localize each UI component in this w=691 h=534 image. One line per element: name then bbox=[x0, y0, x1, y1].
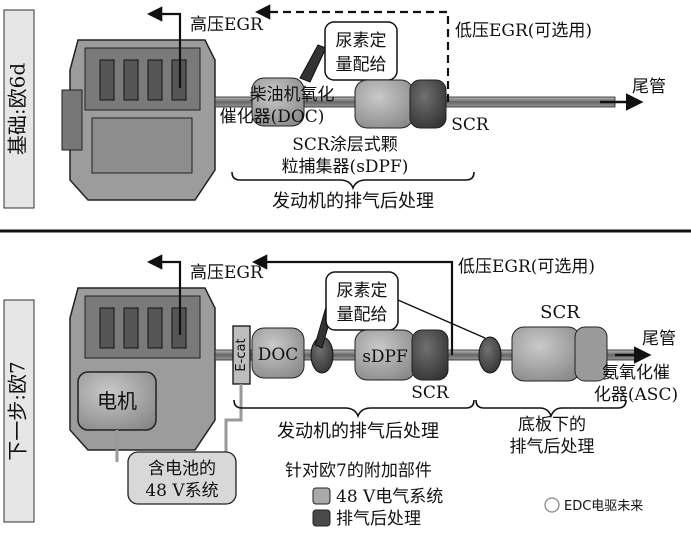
bottom-mixer-2 bbox=[478, 336, 502, 374]
top-lp-egr-label: 低压EGR(可选用) bbox=[455, 21, 592, 41]
bottom-brace-2-label-2: 排气后处理 bbox=[510, 437, 595, 457]
bottom-sdpf-label: sDPF bbox=[362, 347, 408, 367]
bottom-motor-label: 电机 bbox=[97, 389, 137, 413]
top-hp-egr-label: 高压EGR bbox=[190, 15, 264, 35]
top-doc-label-2: 催化器(DOC) bbox=[220, 107, 325, 127]
bottom-panel: 下一步:欧7 电机 高压EGR 尾管 E-cat 含电池的 48 V系统 bbox=[3, 254, 678, 529]
bottom-hp-egr-arrow bbox=[146, 254, 182, 335]
legend-swatch-dark bbox=[312, 509, 331, 527]
bottom-brace-2-label-1: 底板下的 bbox=[518, 415, 586, 435]
bottom-scr-component-2 bbox=[511, 326, 581, 382]
top-lp-egr-arrow bbox=[254, 4, 450, 102]
bottom-hp-egr-label: 高压EGR bbox=[190, 263, 264, 283]
bottom-asc-label-1: 氨氧化催 bbox=[602, 363, 670, 383]
top-tail-label: 尾管 bbox=[632, 77, 666, 97]
top-sdpf-component bbox=[354, 79, 414, 129]
bottom-scr-label-1: SCR bbox=[411, 383, 450, 403]
bottom-lp-egr-arrow bbox=[251, 254, 454, 355]
top-scr-label: SCR bbox=[451, 115, 490, 135]
bottom-urea-box bbox=[325, 271, 399, 331]
watermark-text: EDC电驱未来 bbox=[564, 499, 643, 514]
top-scr-component bbox=[409, 79, 447, 129]
top-side-label: 基础:欧6d bbox=[6, 63, 30, 155]
top-sdpf-label-2: 粒捕集器(sDPF) bbox=[282, 157, 409, 177]
top-urea-injector bbox=[299, 44, 327, 83]
top-urea-label-1: 尿素定 bbox=[336, 31, 387, 51]
bottom-brace-2 bbox=[475, 399, 627, 419]
watermark: EDC电驱未来 bbox=[544, 497, 643, 514]
bottom-urea-line-2 bbox=[397, 299, 486, 339]
bottom-tail-label: 尾管 bbox=[642, 329, 676, 349]
legend-item-1: 48 V电气系统 bbox=[336, 487, 443, 507]
legend: 针对欧7的附加部件 48 V电气系统 排气后处理 bbox=[285, 461, 443, 529]
bottom-ecat-label: E-cat bbox=[234, 338, 249, 371]
top-brace-label: 发动机的排气后处理 bbox=[272, 191, 434, 212]
bottom-doc-component bbox=[251, 327, 305, 379]
bottom-urea-label-2: 量配给 bbox=[337, 305, 388, 325]
top-urea-label-2: 量配给 bbox=[336, 55, 387, 75]
legend-item-2: 排气后处理 bbox=[336, 509, 421, 529]
watermark-icon bbox=[544, 497, 560, 513]
top-urea-box bbox=[324, 21, 398, 81]
bottom-side-label: 下一步:欧7 bbox=[6, 361, 30, 460]
bottom-doc-label: DOC bbox=[258, 345, 299, 365]
bottom-asc-component bbox=[574, 326, 608, 382]
top-doc-component bbox=[251, 77, 305, 127]
top-hp-egr-arrow bbox=[146, 6, 182, 88]
bottom-scr-component-1 bbox=[411, 329, 449, 381]
bottom-lp-egr-label: 低压EGR(可选用) bbox=[458, 257, 595, 277]
legend-title: 针对欧7的附加部件 bbox=[285, 461, 432, 481]
bottom-scr-label-2: SCR bbox=[540, 302, 580, 323]
bottom-battery-box bbox=[127, 451, 237, 505]
bottom-brace-1-label: 发动机的排气后处理 bbox=[277, 421, 439, 442]
bottom-urea-label-1: 尿素定 bbox=[337, 281, 388, 301]
top-panel: 基础:欧6d 高压EGR 尾管 柴油机氧化 催化器(DOC) 尿素定 量配给 bbox=[3, 4, 666, 212]
bottom-brace-1 bbox=[233, 399, 475, 419]
legend-swatch-light bbox=[312, 487, 331, 505]
top-sdpf-label-1: SCR涂层式颗 bbox=[292, 135, 397, 155]
top-engine bbox=[61, 39, 216, 201]
top-side-label-box bbox=[3, 9, 35, 209]
bottom-wiring bbox=[224, 384, 243, 462]
bottom-battery-label-2: 48 V系统 bbox=[145, 481, 218, 501]
bottom-asc-label-2: 化器(ASC) bbox=[594, 385, 678, 405]
top-brace bbox=[231, 171, 475, 191]
bottom-side-label-box bbox=[3, 299, 35, 523]
top-doc-label-1: 柴油机氧化 bbox=[250, 85, 335, 105]
bottom-battery-label-1: 含电池的 bbox=[148, 459, 216, 479]
